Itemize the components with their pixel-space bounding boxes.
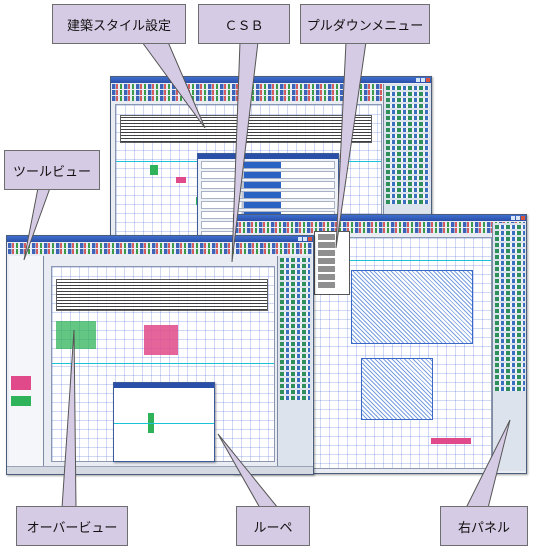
close-icon[interactable] bbox=[521, 216, 525, 220]
hatched-room bbox=[351, 270, 473, 344]
maximize-icon[interactable] bbox=[421, 78, 425, 82]
hatched-room bbox=[361, 358, 433, 420]
callout-loupe: ルーペ bbox=[236, 506, 310, 546]
loupe-window[interactable] bbox=[113, 382, 215, 462]
toolbar-row[interactable] bbox=[112, 84, 430, 89]
leader-loupe bbox=[217, 433, 280, 509]
minimize-icon[interactable] bbox=[416, 78, 420, 82]
leader-kenchiku bbox=[141, 41, 206, 129]
pink-mark bbox=[431, 438, 471, 444]
toolbar-row[interactable] bbox=[112, 90, 430, 95]
front-right-panel[interactable] bbox=[277, 256, 312, 466]
minimize-icon[interactable] bbox=[511, 216, 515, 220]
pulldown-menu-list[interactable] bbox=[314, 231, 350, 295]
pink-mark bbox=[144, 325, 178, 355]
callout-tool-view: ツールビュー bbox=[4, 150, 100, 190]
toolbar-row[interactable] bbox=[235, 228, 525, 233]
leader-right-panel bbox=[465, 419, 511, 509]
maximize-icon[interactable] bbox=[516, 216, 520, 220]
cyan-line bbox=[311, 260, 491, 261]
callout-right-panel: 右パネル bbox=[440, 506, 528, 546]
green-mark bbox=[150, 165, 158, 175]
leader-overview bbox=[61, 329, 77, 509]
maximize-icon[interactable] bbox=[303, 237, 307, 241]
cad-window-front bbox=[6, 235, 314, 475]
window-titlebar bbox=[7, 236, 313, 242]
green-mark bbox=[56, 321, 96, 349]
window-titlebar bbox=[111, 77, 431, 83]
toolbar-row[interactable] bbox=[112, 96, 430, 101]
callout-csb: ＣＳＢ bbox=[198, 4, 290, 44]
callout-over-view: オーバービュー bbox=[16, 506, 128, 546]
window-titlebar bbox=[234, 215, 526, 221]
leader-csb bbox=[231, 41, 259, 263]
minimize-icon[interactable] bbox=[298, 237, 302, 241]
toolbar-row[interactable] bbox=[8, 249, 312, 254]
toolbar-row[interactable] bbox=[8, 243, 312, 248]
cyan-line bbox=[52, 363, 274, 364]
pink-mark bbox=[176, 177, 186, 183]
status-bar bbox=[7, 466, 313, 474]
leader-pulldown bbox=[335, 41, 367, 249]
close-icon[interactable] bbox=[308, 237, 312, 241]
right-panel[interactable] bbox=[492, 223, 526, 471]
leader-toolview bbox=[23, 187, 51, 261]
close-icon[interactable] bbox=[426, 78, 430, 82]
notes-table bbox=[56, 279, 268, 311]
tool-view-panel[interactable] bbox=[9, 256, 44, 466]
toolbar-row[interactable] bbox=[235, 222, 525, 227]
callout-pulldown-menu: プルダウンメニュー bbox=[300, 4, 430, 44]
callout-kenchiku-style: 建築スタイル設定 bbox=[52, 4, 186, 44]
